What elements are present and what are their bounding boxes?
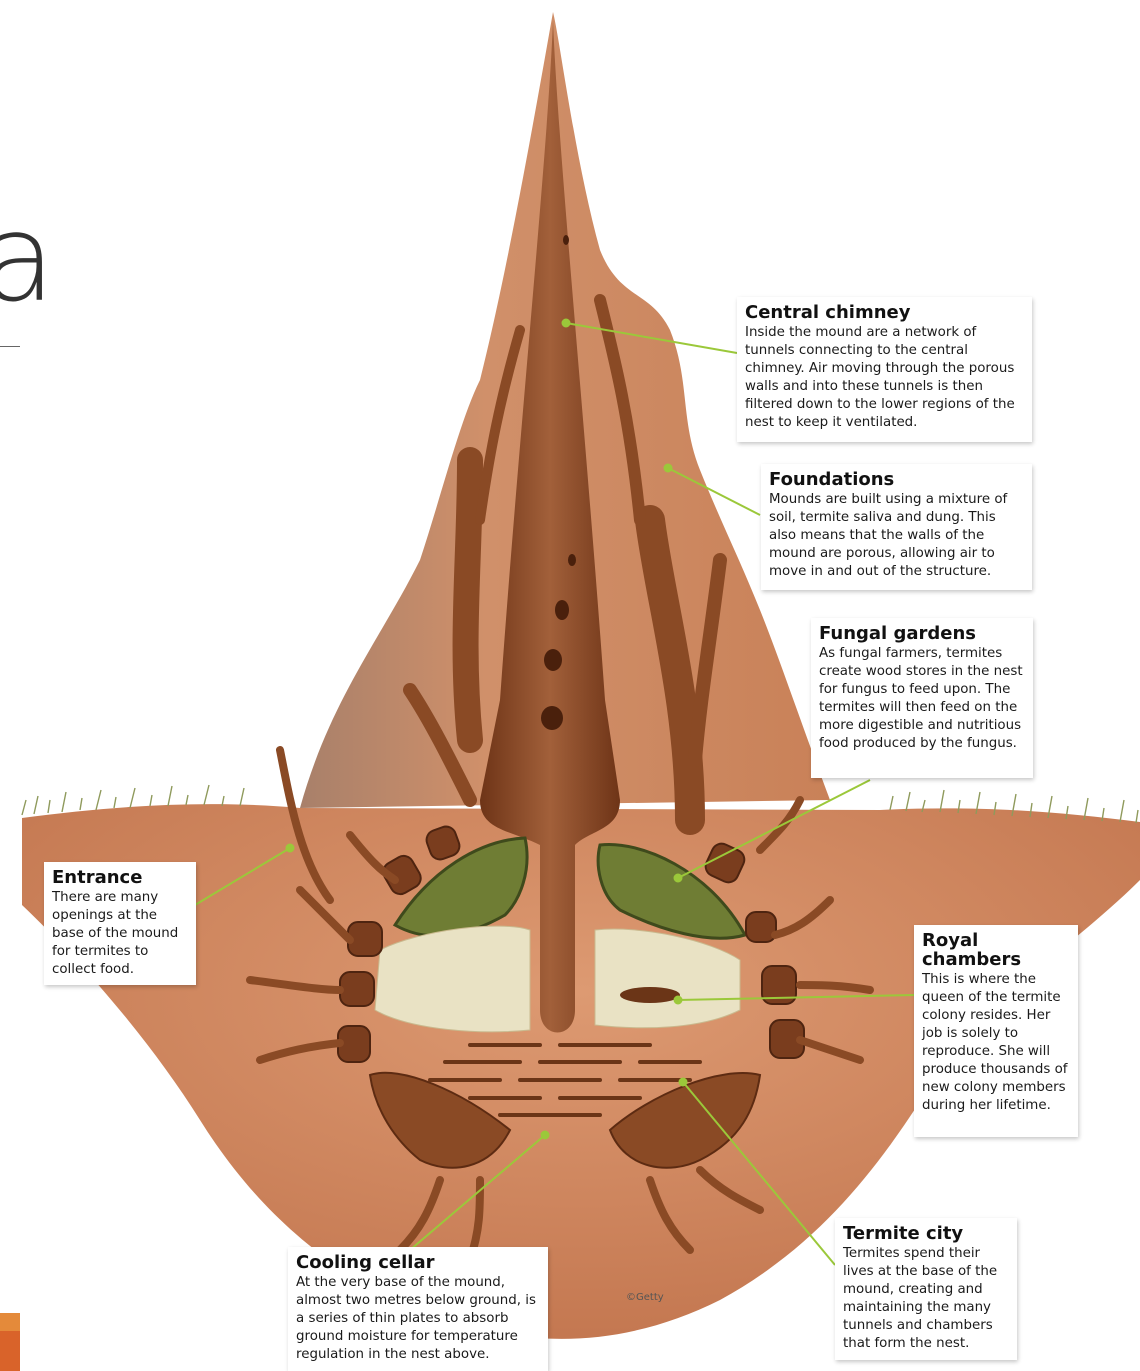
callout-title: Royal chambers (922, 931, 1068, 969)
callout-body: At the very base of the mound, almost tw… (296, 1274, 538, 1364)
callout-title: Entrance (52, 868, 186, 887)
callout-title: Central chimney (745, 303, 1022, 322)
callout-cooling-cellar: Cooling cellar At the very base of the m… (288, 1247, 548, 1371)
royal-chamber (620, 987, 680, 1003)
image-credit: ©Getty (626, 1292, 664, 1303)
callout-foundations: Foundations Mounds are built using a mix… (761, 464, 1032, 590)
callout-title: Cooling cellar (296, 1253, 538, 1272)
callout-body: As fungal farmers, termites create wood … (819, 645, 1023, 753)
callout-central-chimney: Central chimney Inside the mound are a n… (737, 297, 1032, 442)
callout-title: Fungal gardens (819, 624, 1023, 643)
callout-title: Foundations (769, 470, 1022, 489)
callout-body: This is where the queen of the termite c… (922, 971, 1068, 1115)
callout-body: Inside the mound are a network of tunnel… (745, 324, 1022, 432)
callout-entrance: Entrance There are many openings at the … (44, 862, 196, 985)
callout-body: Termites spend their lives at the base o… (843, 1245, 1007, 1353)
callout-body: There are many openings at the base of t… (52, 889, 186, 979)
callout-termite-city: Termite city Termites spend their lives … (835, 1218, 1017, 1360)
callout-fungal-gardens: Fungal gardens As fungal farmers, termit… (811, 618, 1033, 778)
callout-title: Termite city (843, 1224, 1007, 1243)
callout-body: Mounds are built using a mixture of soil… (769, 491, 1022, 581)
callout-royal-chambers: Royal chambers This is where the queen o… (914, 925, 1078, 1137)
